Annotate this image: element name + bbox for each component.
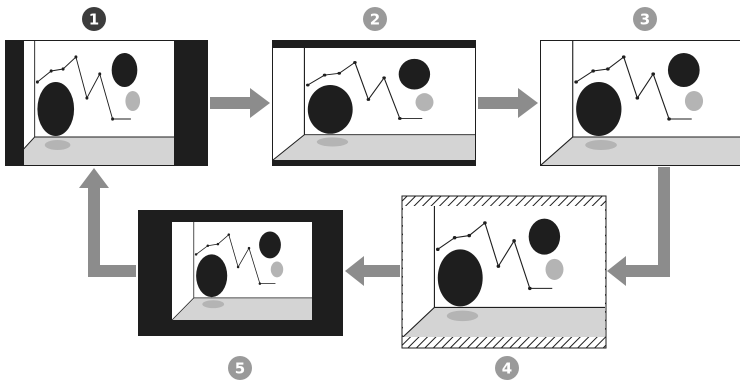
panel-3-full: [540, 40, 740, 166]
badge-3-label: 3: [640, 11, 650, 29]
badge-5-label: 5: [235, 360, 245, 378]
badge-4-circle: [495, 356, 519, 380]
panel-1-side-black-bars: [5, 40, 208, 166]
badge-4-label: 4: [502, 360, 512, 378]
arrow-3-to-4: [607, 167, 670, 286]
arrow-2-to-3: [478, 88, 538, 118]
arrow-1-to-2: [210, 88, 270, 118]
badge-2: 2: [363, 7, 387, 31]
panel-4-hatched: [401, 195, 607, 349]
panel-2-top-bottom-black-bars: [272, 40, 476, 166]
badge-5: 5: [228, 356, 252, 380]
arrow-5-to-1: [79, 168, 136, 277]
badge-5-circle: [228, 356, 252, 380]
badge-2-label: 2: [370, 11, 380, 29]
badge-3: 3: [633, 7, 657, 31]
arrow-4-to-5: [345, 256, 400, 286]
badge-1: 1: [82, 7, 106, 31]
panel-5-black-border: [138, 210, 343, 336]
badge-1-label: 1: [89, 11, 99, 29]
badge-4: 4: [495, 356, 519, 380]
badge-1-circle: [82, 7, 106, 31]
badge-2-circle: [363, 7, 387, 31]
badge-3-circle: [633, 7, 657, 31]
